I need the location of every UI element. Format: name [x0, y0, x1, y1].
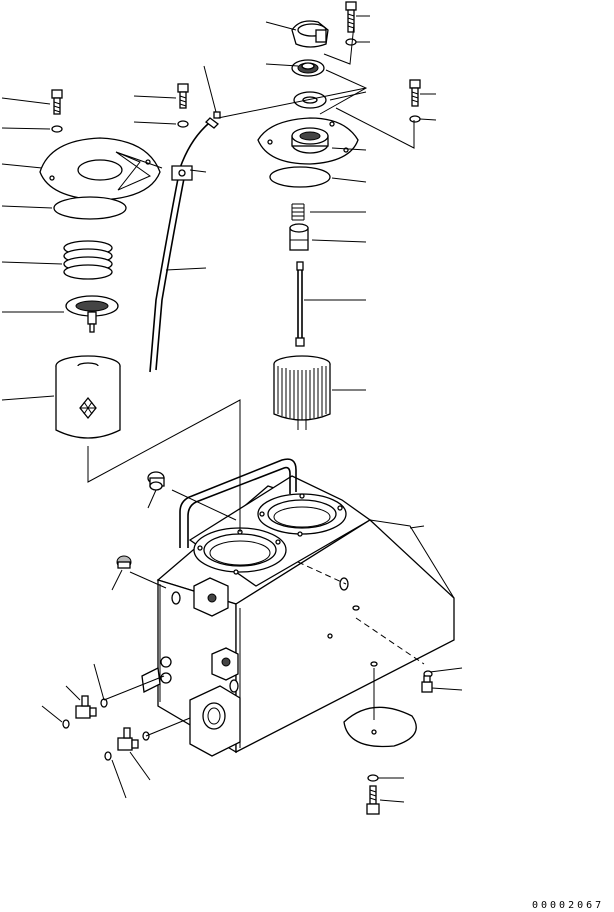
- bottom-bolt: [366, 785, 380, 815]
- drain-o-ring-1: [100, 698, 108, 708]
- gauge-plug-small: [213, 111, 221, 119]
- level-gauge-rod: [149, 117, 219, 373]
- drain-o-ring-4: [104, 751, 112, 761]
- tank-port-right: [257, 493, 347, 537]
- cover-washer-right: [409, 115, 421, 123]
- drain-outlet-flange: [189, 685, 241, 757]
- breather-gasket: [53, 196, 127, 220]
- breather-spring: [63, 240, 113, 280]
- drain-valve-upper: [75, 695, 97, 719]
- bottom-washer: [367, 774, 379, 782]
- breather-washer-left: [51, 125, 63, 133]
- strainer-cover-plate: [257, 117, 359, 165]
- cap-seat: [291, 59, 325, 77]
- hidden-line-a: [297, 561, 347, 585]
- side-port-mid: [211, 647, 239, 681]
- breather-washer-middle: [177, 120, 189, 128]
- side-port-flange: [193, 577, 229, 617]
- breather-cover-plate: [39, 137, 161, 201]
- bottom-fitting-right: [421, 670, 433, 693]
- right-face-hole-3: [327, 633, 333, 639]
- top-port-plug: [147, 471, 165, 491]
- filler-cap: [291, 20, 329, 48]
- strainer-rod: [295, 261, 305, 347]
- hidden-line-b: [355, 617, 425, 665]
- strainer-element: [273, 355, 331, 430]
- right-face-hole-4: [370, 661, 378, 667]
- side-plug-left: [116, 555, 132, 569]
- sight-gauge-plate: [141, 656, 172, 693]
- document-number: 00002067: [532, 900, 605, 911]
- right-face-hole-1: [339, 577, 349, 591]
- cap-bolt-top: [345, 1, 357, 33]
- drain-valve-lower: [117, 727, 139, 751]
- relief-spring: [291, 203, 305, 221]
- drain-o-ring-2: [62, 719, 70, 729]
- valve-body: [289, 223, 309, 251]
- bottom-cover-plate: [343, 706, 417, 748]
- cover-o-ring: [269, 166, 331, 188]
- cover-bolt-right: [409, 79, 421, 107]
- breather-bolt-left: [51, 89, 63, 115]
- leader-lines: [1, 15, 463, 803]
- side-nub: [171, 591, 239, 693]
- right-face-hole-2: [352, 605, 360, 611]
- cap-washer-top: [345, 38, 357, 46]
- breather-filter-element: [55, 355, 121, 439]
- cover-gasket: [293, 91, 327, 109]
- breather-retainer: [65, 295, 119, 333]
- breather-bolt-middle: [177, 83, 189, 109]
- tank-port-left: [193, 527, 287, 575]
